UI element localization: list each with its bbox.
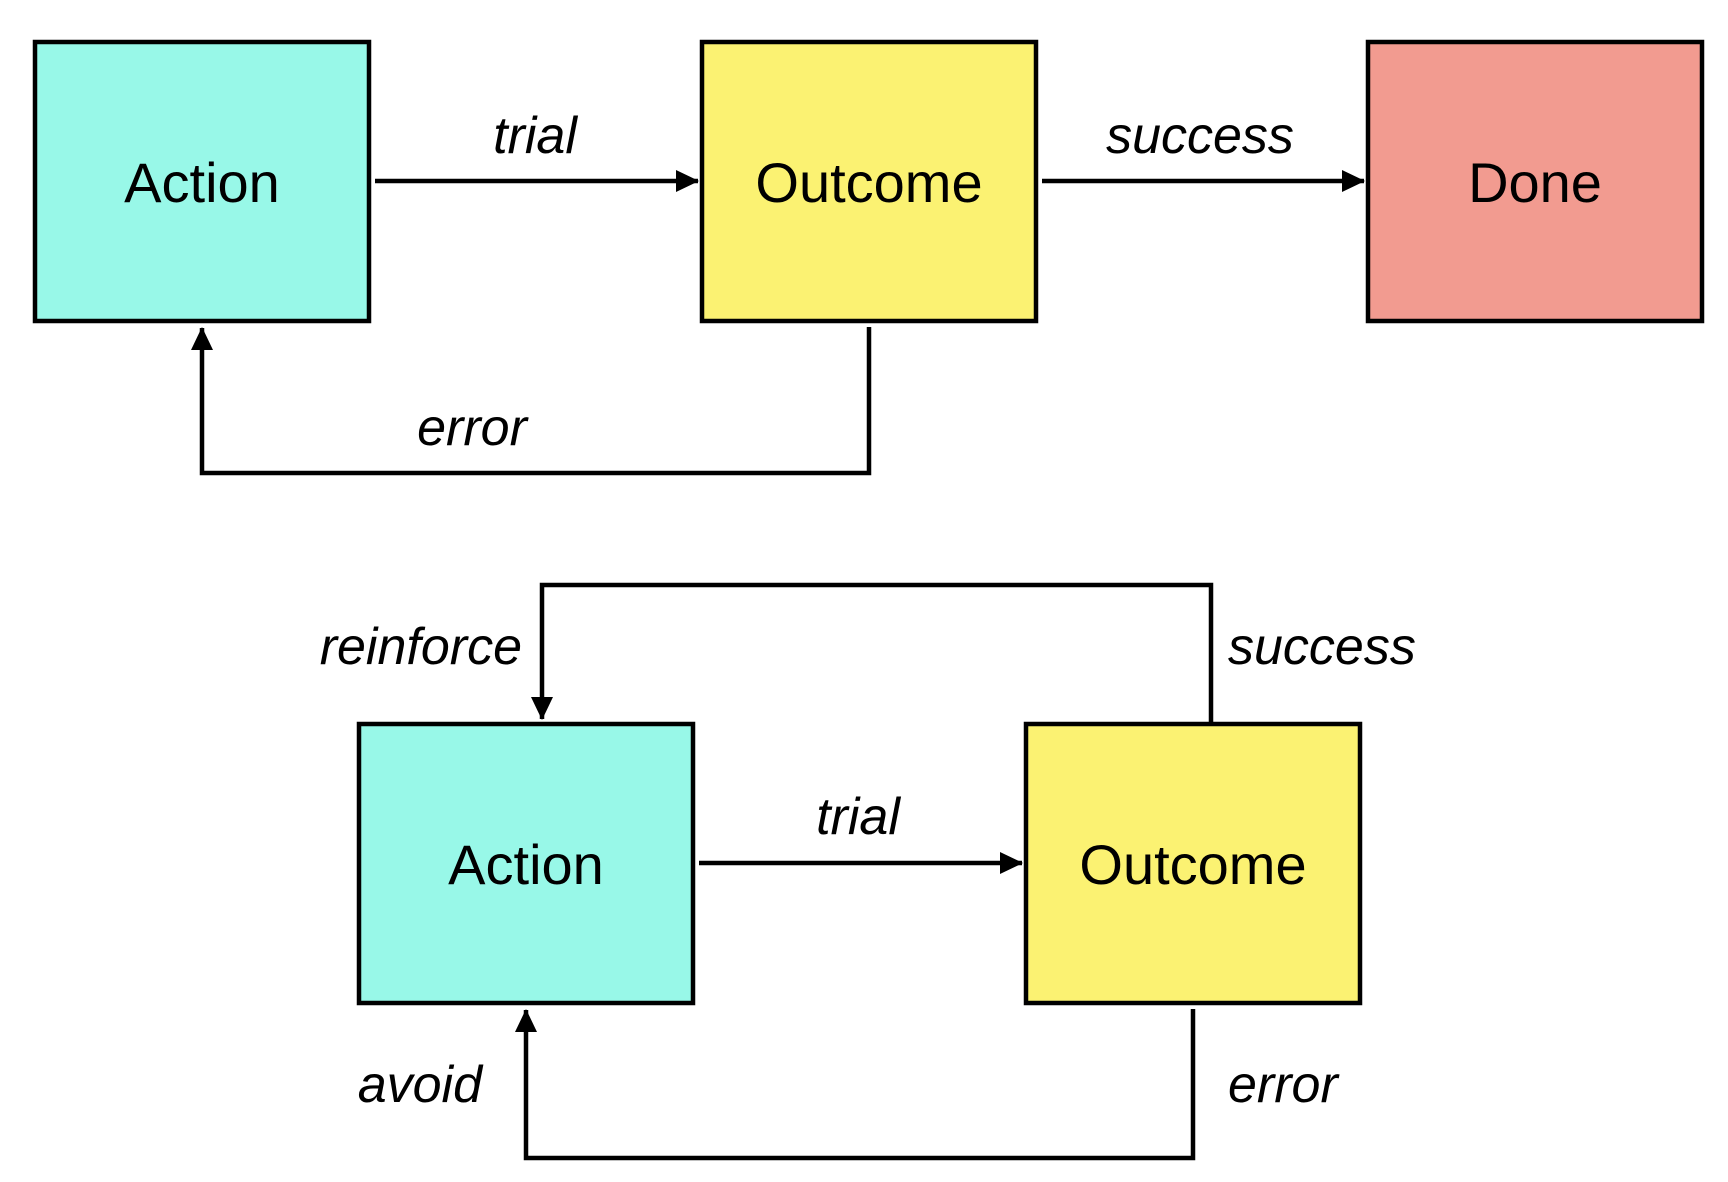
- bottom-reinforce-arrow: [531, 582, 1214, 724]
- bottom-avoid-arrow: [515, 1009, 1196, 1161]
- top-action-node: Action: [32, 39, 372, 324]
- top-done-box: [1365, 39, 1705, 324]
- top-success-label: success: [1106, 107, 1294, 165]
- bottom-trial-edge: trial: [699, 788, 1023, 874]
- top-error-edge: error: [191, 327, 872, 476]
- top-action-label: Action: [124, 151, 280, 214]
- bottom-outcome-box: [1023, 721, 1363, 1006]
- bottom-avoid-label: avoid: [358, 1056, 484, 1114]
- top-outcome-box: [699, 39, 1039, 324]
- top-done-label: Done: [1468, 151, 1602, 214]
- top-action-box: [32, 39, 372, 324]
- bottom-action-label: Action: [448, 833, 604, 896]
- bottom-reinforce-label: reinforce: [320, 618, 522, 676]
- top-outcome-node: Outcome: [699, 39, 1039, 324]
- bottom-error-label: error: [1228, 1056, 1340, 1114]
- bottom-reinforce-edge: success reinforce: [320, 582, 1416, 724]
- bottom-outcome-label: Outcome: [1079, 833, 1306, 896]
- bottom-action-box: [356, 721, 696, 1006]
- bottom-outcome-node: Outcome: [1023, 721, 1363, 1006]
- top-error-arrow: [191, 327, 872, 476]
- bottom-diagram: Action Outcome trial success reinforce e…: [320, 582, 1416, 1161]
- top-outcome-label: Outcome: [755, 151, 982, 214]
- top-success-edge: success: [1042, 107, 1365, 192]
- top-diagram: Action Outcome Done trial success error: [32, 39, 1705, 476]
- bottom-avoid-edge: error avoid: [358, 1009, 1340, 1161]
- top-done-node: Done: [1365, 39, 1705, 324]
- top-error-label: error: [417, 399, 529, 457]
- top-trial-label: trial: [493, 107, 578, 165]
- bottom-success-label: success: [1228, 618, 1416, 676]
- top-trial-edge: trial: [375, 107, 699, 192]
- bottom-action-node: Action: [356, 721, 696, 1006]
- bottom-trial-label: trial: [816, 788, 901, 846]
